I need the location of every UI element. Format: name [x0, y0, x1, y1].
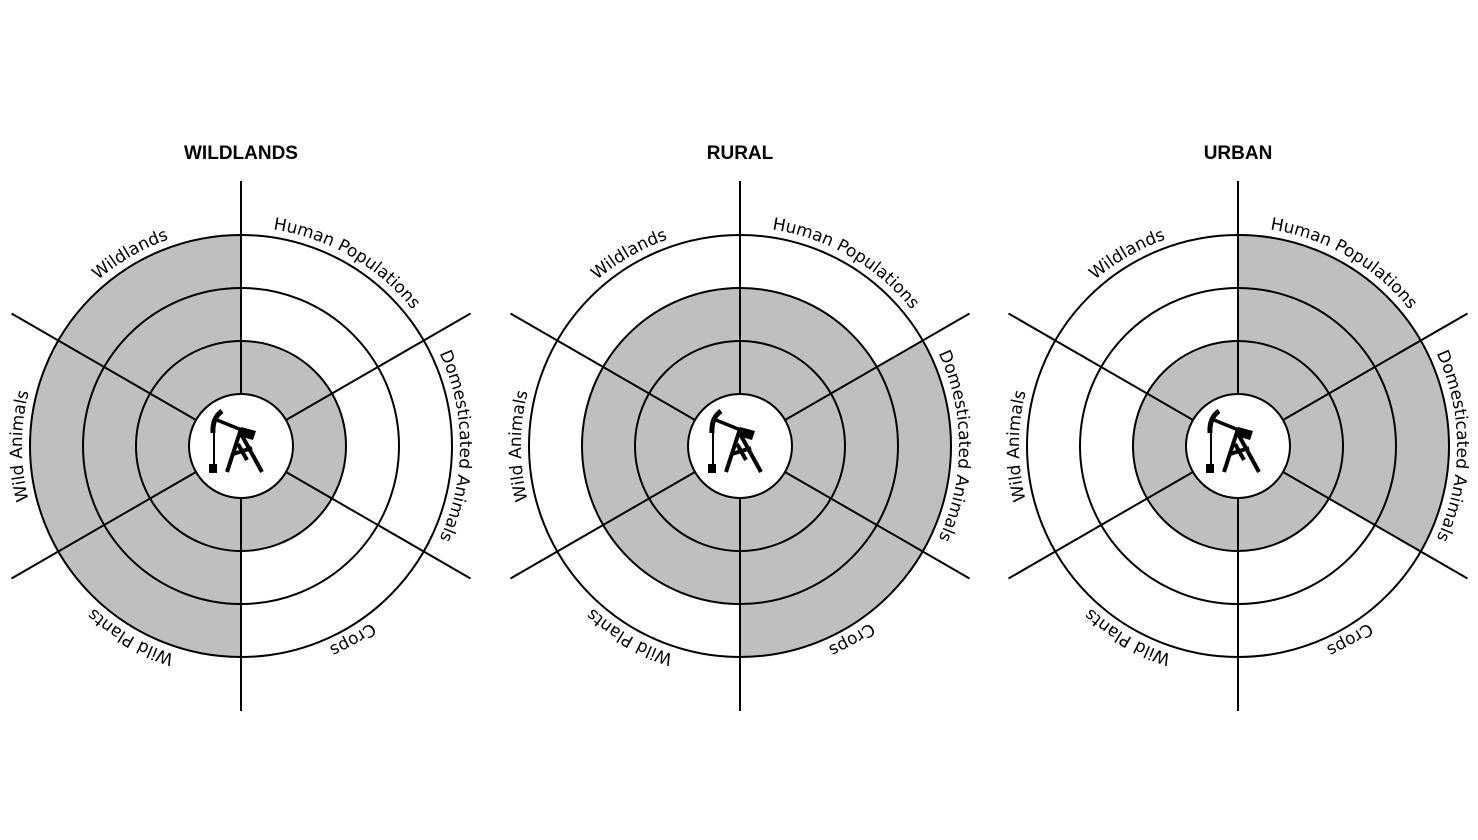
shaded-sector-ring-2: [1238, 288, 1375, 394]
shaded-sector-ring-3: [58, 235, 241, 367]
sector-divider: [510, 471, 696, 580]
sector-divider: [1008, 312, 1194, 421]
sector-divider: [285, 312, 471, 421]
shaded-sector-ring-2: [740, 498, 877, 604]
shaded-sector-ring-3: [1374, 340, 1449, 552]
sector-divider: [1008, 471, 1194, 580]
shaded-sector-ring-1: [1283, 393, 1343, 499]
sector-divider: [11, 471, 197, 580]
shaded-sector-ring-1: [1133, 393, 1193, 499]
shaded-sector-ring-1: [1147, 472, 1238, 551]
shaded-sector-ring-2: [603, 498, 740, 604]
shaded-sector-ring-1: [740, 472, 831, 551]
sector-label-text: Wild Plants: [583, 604, 675, 669]
oil-pump-jack-icon: [209, 408, 264, 473]
shaded-sector-ring-1: [241, 341, 332, 420]
sector-divider: [285, 471, 471, 580]
shaded-sector-ring-2: [830, 367, 899, 525]
oil-pump-jack-icon: [708, 408, 763, 473]
shaded-sector-ring-1: [649, 472, 740, 551]
sector-divider: [1282, 312, 1468, 421]
shaded-sector-ring-3: [29, 340, 105, 552]
shaded-sector-ring-1: [136, 393, 196, 499]
shaded-sector-ring-1: [150, 341, 241, 420]
sector-divider: [1282, 471, 1468, 580]
shaded-sector-ring-1: [150, 472, 241, 551]
shaded-sector-ring-1: [1238, 472, 1329, 551]
shaded-sector-ring-3: [1238, 235, 1421, 367]
shaded-sector-ring-2: [740, 288, 877, 394]
shaded-sector-ring-2: [582, 367, 650, 525]
diagram-title: URBAN: [1204, 143, 1273, 164]
sector-divider: [510, 312, 696, 421]
shaded-sector-ring-2: [104, 498, 241, 604]
oil-pump-jack-icon: [1206, 408, 1261, 473]
sector-label: Wildlands: [1086, 225, 1168, 284]
sector-divider: [784, 471, 970, 580]
sector-label-text: Wild Plants: [1081, 604, 1173, 669]
shaded-sector-ring-2: [1328, 367, 1397, 525]
diagram-title: WILDLANDS: [184, 143, 298, 164]
shaded-sector-ring-2: [83, 367, 151, 525]
sector-divider: [11, 312, 197, 421]
sector-label: Wildlands: [588, 225, 670, 284]
shaded-sector-ring-1: [740, 341, 831, 420]
shaded-sector-ring-2: [104, 288, 241, 394]
sector-label: Wild Plants: [583, 604, 675, 669]
shaded-sector-ring-2: [603, 288, 740, 394]
shaded-sector-ring-3: [740, 525, 923, 657]
shaded-sector-ring-1: [1238, 341, 1329, 420]
shaded-sector-ring-3: [876, 340, 952, 552]
shaded-sector-ring-1: [241, 472, 332, 551]
sector-label-text: Wildlands: [1086, 225, 1168, 284]
sector-divider: [784, 312, 970, 421]
sector-label-text: Wildlands: [588, 225, 670, 284]
shaded-sector-ring-1: [1147, 341, 1238, 420]
sector-label: Wild Plants: [1081, 604, 1173, 669]
shaded-sector-ring-1: [649, 341, 740, 420]
shaded-sector-ring-3: [58, 525, 241, 657]
shaded-sector-ring-1: [286, 393, 346, 499]
diagram-title: RURAL: [707, 143, 774, 164]
shaded-sector-ring-1: [785, 393, 845, 499]
shaded-sector-ring-1: [634, 393, 695, 499]
